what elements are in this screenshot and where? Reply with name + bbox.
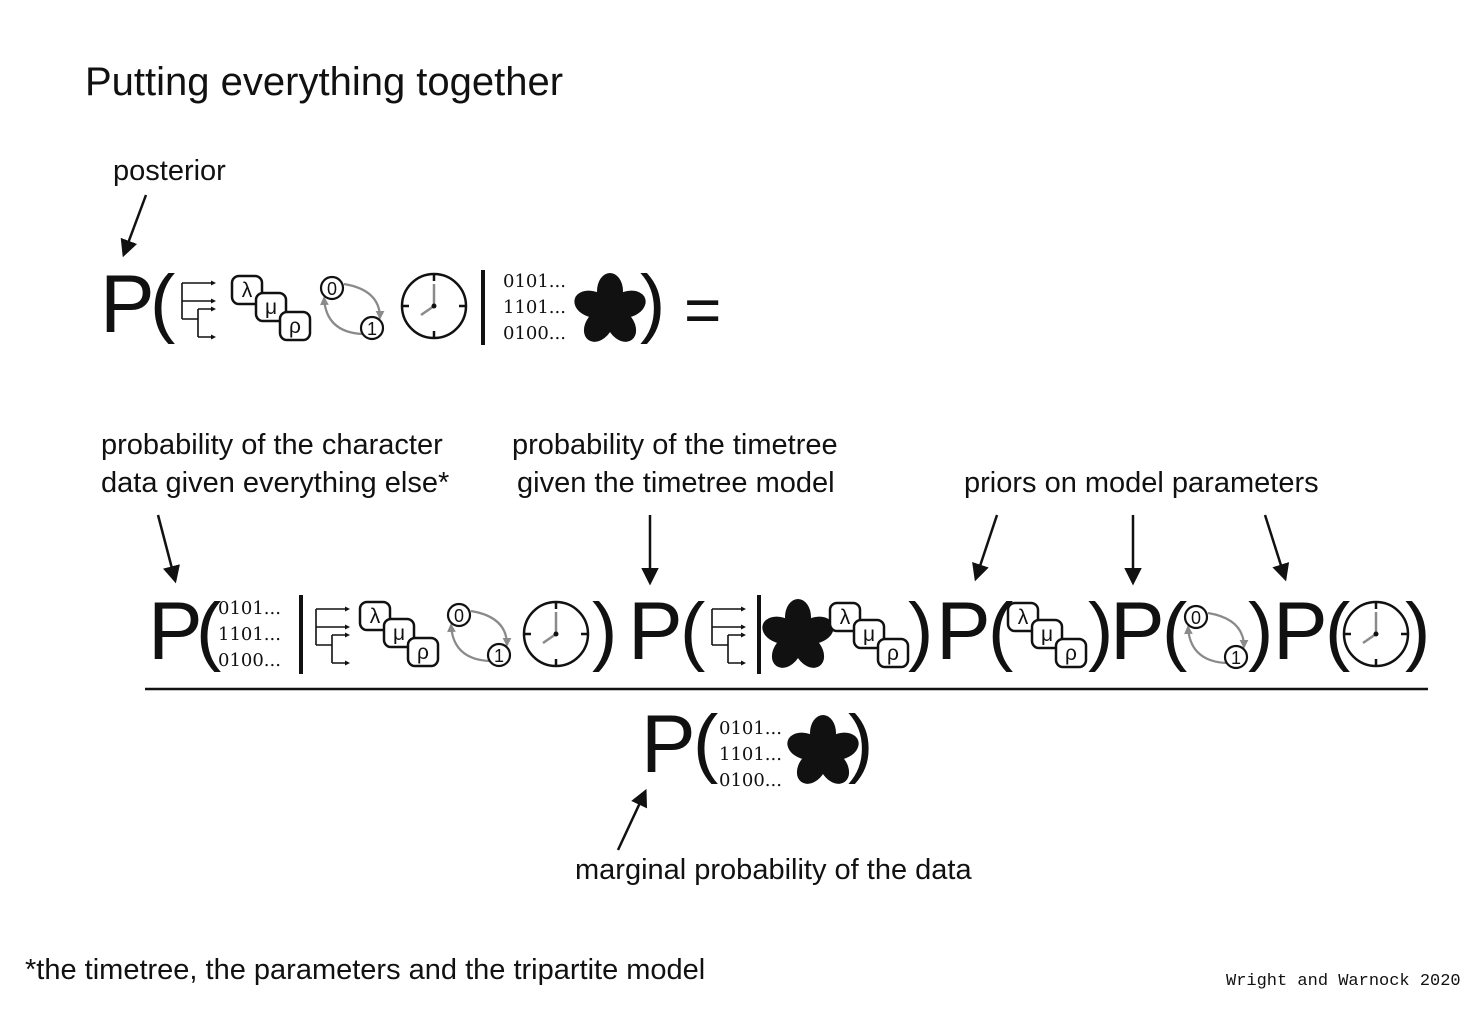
P-symbol: P: [1110, 586, 1165, 677]
close-paren: ): [1248, 588, 1273, 673]
model-parameters-icon: λμρ: [230, 274, 312, 342]
character-data-row: 0101...: [719, 718, 782, 739]
state-zero: 0: [1191, 608, 1201, 628]
timetree-icon: [711, 606, 746, 666]
model-parameters-icon: λμρ: [1006, 601, 1088, 669]
close-paren: ): [848, 700, 873, 785]
P-symbol: P: [148, 586, 203, 677]
posterior-arrow: [120, 194, 148, 258]
P-symbol: P: [641, 699, 696, 790]
footnote: *the timetree, the parameters and the tr…: [25, 954, 705, 986]
open-paren: (: [693, 700, 718, 785]
likelihood-label-line2: data given everything else*: [101, 467, 449, 499]
rho-symbol: ρ: [417, 641, 429, 664]
open-paren: (: [988, 588, 1013, 673]
mu-symbol: μ: [393, 622, 405, 645]
mu-symbol: μ: [863, 623, 875, 646]
timetree-icon: [315, 606, 350, 666]
rho-symbol: ρ: [1065, 642, 1077, 665]
likelihood-label-line1: probability of the character: [101, 429, 443, 461]
character-data-row: 0100...: [719, 770, 782, 791]
fossil-flower-icon: [787, 715, 859, 784]
lambda-parameter-box: [358, 600, 392, 632]
clock-icon: [522, 600, 590, 668]
close-paren: ): [1405, 588, 1430, 673]
posterior-label: posterior: [113, 155, 226, 187]
equals-sign: =: [684, 274, 721, 346]
likelihood-arrow: [156, 514, 180, 584]
lambda-symbol: λ: [370, 605, 381, 628]
close-paren: ): [640, 260, 665, 345]
fossil-flower-icon: [762, 599, 834, 668]
lambda-symbol: λ: [242, 279, 253, 302]
open-paren: (: [196, 588, 221, 673]
mu-parameter-box: [254, 291, 288, 323]
character-transition-icon: 01: [446, 602, 512, 668]
rho-symbol: ρ: [887, 642, 899, 665]
state-one: 1: [494, 646, 504, 666]
character-data-row: 0100...: [218, 650, 281, 671]
character-transition-icon: 01: [1183, 604, 1249, 670]
mu-parameter-box: [1030, 618, 1064, 650]
lambda-symbol: λ: [840, 606, 851, 629]
character-data-row: 1101...: [719, 744, 782, 765]
P-symbol: P: [936, 586, 991, 677]
marginal-arrow: [616, 788, 648, 851]
state-one: 1: [367, 319, 377, 339]
state-one: 1: [1231, 648, 1241, 668]
fossil-flower-icon: [574, 273, 646, 342]
tree-prior-label-line1: probability of the timetree: [512, 429, 838, 461]
character-data-row: 0101...: [503, 271, 566, 292]
rho-symbol: ρ: [289, 315, 301, 338]
P-symbol: P: [628, 586, 683, 677]
tree-prior-label-line2: given the timetree model: [517, 467, 835, 499]
close-paren: ): [908, 588, 933, 673]
open-paren: (: [680, 588, 705, 673]
state-zero: 0: [454, 606, 464, 626]
character-transition-icon: 01: [319, 275, 385, 341]
state-zero: 0: [327, 279, 337, 299]
lambda-parameter-box: [1006, 601, 1040, 633]
mu-parameter-box: [852, 618, 886, 650]
character-data-row: 1101...: [503, 297, 566, 318]
rho-parameter-box: [1054, 637, 1088, 669]
clock-icon: [1342, 600, 1410, 668]
page-title: Putting everything together: [85, 60, 563, 104]
P-symbol: P: [1273, 586, 1328, 677]
model-parameters-icon: λμρ: [828, 601, 910, 669]
credit: Wright and Warnock 2020: [1226, 972, 1461, 991]
rho-parameter-box: [406, 636, 440, 668]
lambda-parameter-box: [230, 274, 264, 306]
marginal-label: marginal probability of the data: [575, 854, 972, 886]
character-data-row: 0100...: [503, 323, 566, 344]
mu-symbol: μ: [1041, 623, 1053, 646]
close-paren: ): [592, 588, 617, 673]
rho-parameter-box: [876, 637, 910, 669]
P-symbol: P: [100, 259, 155, 350]
character-data-row: 1101...: [218, 624, 281, 645]
open-paren: (: [1162, 588, 1187, 673]
open-paren: (: [150, 260, 175, 345]
priors-label: priors on model parameters: [964, 467, 1319, 499]
mu-symbol: μ: [265, 296, 277, 319]
character-data-row: 0101...: [218, 598, 281, 619]
lambda-parameter-box: [828, 601, 862, 633]
lambda-symbol: λ: [1018, 606, 1029, 629]
prior-arrow-3: [1263, 514, 1290, 582]
rho-parameter-box: [278, 310, 312, 342]
prior-arrow-1: [972, 514, 999, 582]
close-paren: ): [1088, 588, 1113, 673]
clock-icon: [400, 272, 468, 340]
timetree-icon: [181, 280, 216, 340]
mu-parameter-box: [382, 617, 416, 649]
model-parameters-icon: λμρ: [358, 600, 440, 668]
